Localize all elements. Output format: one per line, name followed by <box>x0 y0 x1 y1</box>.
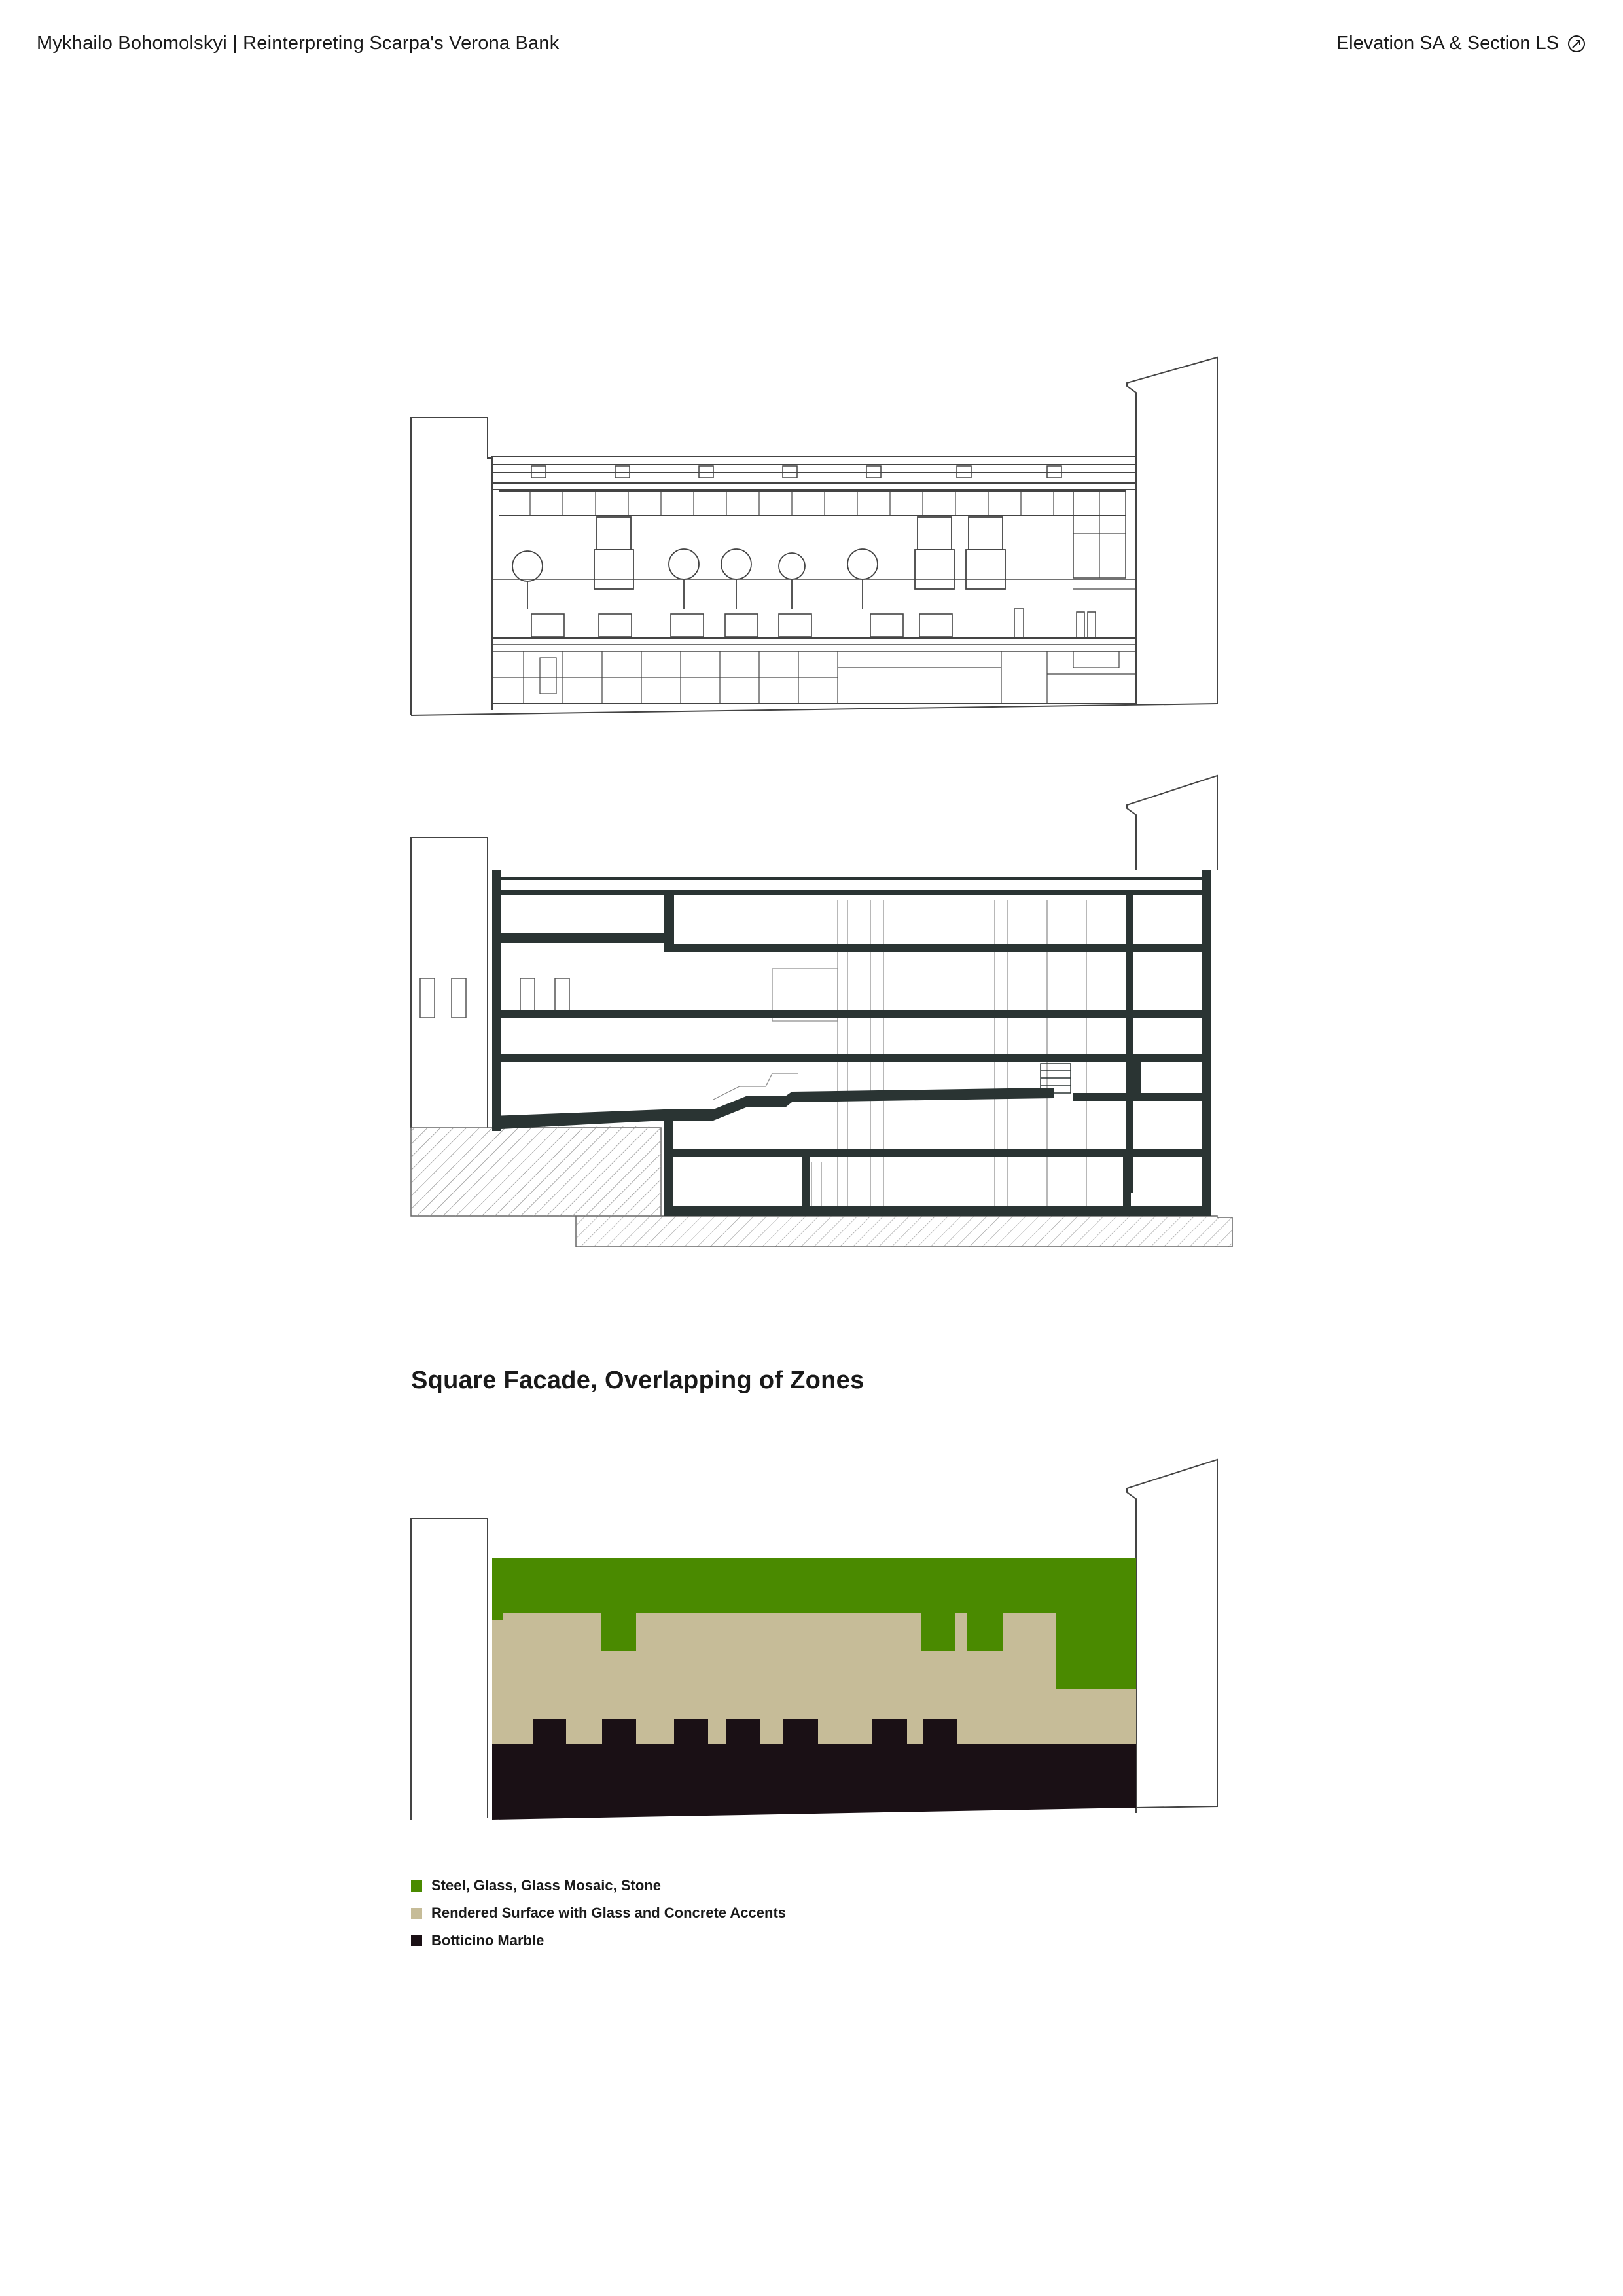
legend-swatch <box>411 1907 422 1919</box>
zones-diagram <box>410 1458 1218 1820</box>
legend-swatch <box>411 1935 422 1946</box>
legend-item: Steel, Glass, Glass Mosaic, Stone <box>411 1872 786 1899</box>
zone-rendered-surface <box>492 1613 1136 1754</box>
legend-label: Botticino Marble <box>431 1932 544 1948</box>
zone-botticino-marble <box>492 1719 1136 1820</box>
section-drawing <box>410 774 1233 1247</box>
elevation-drawing <box>410 356 1218 716</box>
legend-item: Botticino Marble <box>411 1927 786 1954</box>
page-header-title: Mykhailo Bohomolskyi | Reinterpreting Sc… <box>37 33 560 54</box>
legend: Steel, Glass, Glass Mosaic, Stone Render… <box>411 1872 786 1954</box>
section-title: Square Facade, Overlapping of Zones <box>411 1367 865 1394</box>
legend-label: Steel, Glass, Glass Mosaic, Stone <box>431 1877 661 1893</box>
legend-label: Rendered Surface with Glass and Concrete… <box>431 1905 787 1921</box>
north-arrow-icon <box>1568 35 1585 52</box>
legend-swatch <box>411 1880 422 1892</box>
legend-item: Rendered Surface with Glass and Concrete… <box>411 1899 786 1927</box>
sheet-title: Elevation SA & Section LS <box>1336 33 1559 54</box>
page-header-sheet: Elevation SA & Section LS <box>1336 33 1586 54</box>
